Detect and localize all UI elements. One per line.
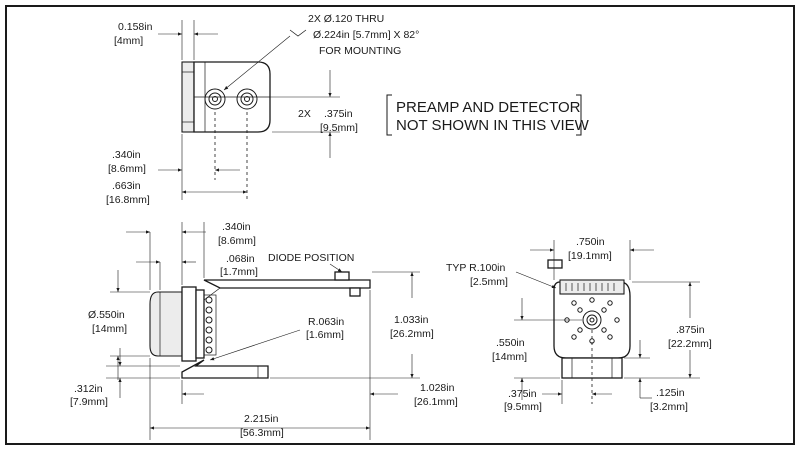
dim-end-width-in: .750in bbox=[576, 236, 605, 248]
dim-end-width-mm: [19.1mm] bbox=[568, 250, 612, 262]
dim-foot-width-mm: [9.5mm] bbox=[504, 401, 542, 413]
dim-corner-radius-mm: [2.5mm] bbox=[470, 276, 508, 288]
lens-flange bbox=[181, 286, 197, 362]
drawing-border bbox=[5, 5, 795, 445]
mounting-hole-1 bbox=[204, 88, 226, 110]
hole-note-line2: Ø.224in [5.7mm] X 82° bbox=[313, 29, 419, 41]
dim-base-height-in: .312in bbox=[74, 383, 103, 395]
dim-center-height-mm: [14mm] bbox=[492, 351, 527, 363]
diode-block bbox=[334, 271, 350, 281]
end-diode-block bbox=[547, 259, 563, 269]
dim-radius-mm: [1.6mm] bbox=[306, 329, 344, 341]
dim-total-height-in: .875in bbox=[676, 324, 705, 336]
dim-foot-width-in: .375in bbox=[508, 388, 537, 400]
dim-diameter-in: Ø.550in bbox=[88, 309, 125, 321]
dim-first-hole-in: .340in bbox=[112, 149, 141, 161]
dim-thickness-in: 0.158in bbox=[118, 21, 153, 33]
dim-length-mm: [26.1mm] bbox=[414, 396, 458, 408]
preamp-note-line2: NOT SHOWN IN THIS VIEW bbox=[396, 117, 590, 134]
bracket-flange bbox=[181, 61, 195, 133]
dim-corner-radius-in: TYP R.100in bbox=[446, 262, 505, 274]
side-view: .340in [8.6mm] .068in [1.7mm] DIODE POSI… bbox=[70, 221, 458, 440]
dim-total-height-mm: [22.2mm] bbox=[668, 338, 712, 350]
end-top-connector bbox=[559, 279, 625, 295]
connector-pins bbox=[203, 294, 217, 356]
top-arm bbox=[203, 279, 371, 289]
dim-second-hole-mm: [16.8mm] bbox=[106, 194, 150, 206]
dim-overall-length-mm: [56.3mm] bbox=[240, 427, 284, 439]
preamp-note: PREAMP AND DETECTOR NOT SHOWN IN THIS VI… bbox=[386, 94, 590, 136]
dim-height-mm: [26.2mm] bbox=[390, 328, 434, 340]
lens-cap bbox=[149, 291, 183, 357]
dim-radius-in: R.063in bbox=[308, 316, 344, 328]
end-connector-pins bbox=[565, 283, 615, 291]
dim-overall-length-in: 2.215in bbox=[244, 413, 279, 425]
dim-foot-height-in: .125in bbox=[656, 387, 685, 399]
top-view: 0.158in [4mm] 2X Ø.120 THRU Ø.224in [5.7… bbox=[106, 13, 419, 206]
bracket-base bbox=[181, 359, 269, 379]
dim-diameter-mm: [14mm] bbox=[92, 323, 127, 335]
dim-diode-offset-mm: [1.7mm] bbox=[220, 266, 258, 278]
dim-length-in: 1.028in bbox=[420, 382, 455, 394]
diode-position-label: DIODE POSITION bbox=[268, 252, 354, 264]
dim-base-height-mm: [7.9mm] bbox=[70, 396, 108, 408]
dim-thickness-mm: [4mm] bbox=[114, 35, 143, 47]
mounting-hole-2 bbox=[236, 88, 258, 110]
hole-note-line1: 2X Ø.120 THRU bbox=[308, 13, 384, 25]
hole-note-line3: FOR MOUNTING bbox=[319, 45, 401, 57]
dim-face-offset-in: .340in bbox=[222, 221, 251, 233]
dim-hole-spacing-in: .375in bbox=[324, 108, 353, 120]
dim-center-height-in: .550in bbox=[496, 337, 525, 349]
dim-hole-spacing-qty: 2X bbox=[298, 108, 311, 120]
dim-face-offset-mm: [8.6mm] bbox=[218, 235, 256, 247]
preamp-note-line1: PREAMP AND DETECTOR bbox=[396, 99, 581, 116]
dim-height-in: 1.033in bbox=[394, 314, 429, 326]
end-pin-circle bbox=[564, 297, 620, 344]
dim-foot-height-mm: [3.2mm] bbox=[650, 401, 688, 413]
dim-second-hole-in: .663in bbox=[112, 180, 141, 192]
dim-diode-offset-in: .068in bbox=[226, 253, 255, 265]
dim-hole-spacing-mm: [9.5mm] bbox=[320, 122, 358, 134]
dim-first-hole-mm: [8.6mm] bbox=[108, 163, 146, 175]
end-view: .750in [19.1mm] TYP R.100in [2.5mm] .550… bbox=[446, 236, 712, 413]
